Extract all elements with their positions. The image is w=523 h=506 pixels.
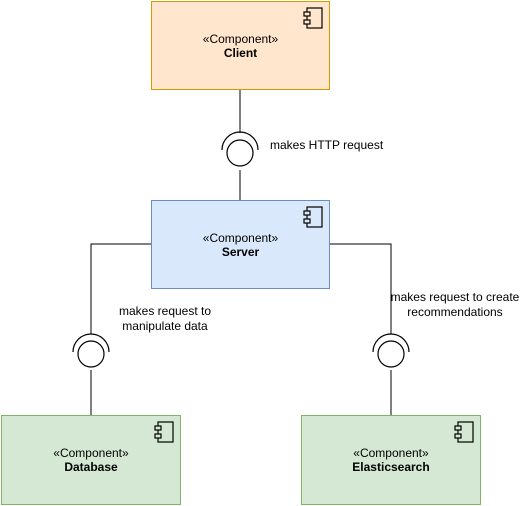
provided-interface-ball-database [77, 340, 105, 368]
label-server-database-line1: makes request to [118, 304, 212, 318]
label-client-server: makes HTTP request [270, 138, 384, 152]
database-stereotype: «Component» [53, 446, 129, 460]
label-server-database-line2: manipulate data [122, 319, 208, 333]
client-name: Client [223, 46, 258, 60]
server-name: Server [221, 245, 260, 259]
connector-server-elasticsearch-upper [330, 243, 392, 334]
client-stereotype: «Component» [202, 32, 279, 46]
required-interface-socket-database [72, 333, 110, 353]
required-interface-socket-client [221, 131, 259, 151]
database-component[interactable]: «Component» Database [1, 415, 181, 505]
elasticsearch-stereotype: «Component» [353, 446, 429, 460]
component-icon [303, 206, 323, 228]
component-icon [303, 7, 323, 29]
label-server-elasticsearch-line2: recommendations [407, 305, 503, 319]
required-interface-socket-elasticsearch [372, 333, 410, 353]
connector-server-database-upper [90, 243, 151, 334]
server-component[interactable]: «Component» Server [151, 200, 330, 289]
elasticsearch-component[interactable]: «Component» Elasticsearch [301, 415, 481, 505]
provided-interface-ball-client [226, 139, 254, 167]
database-name: Database [64, 460, 118, 474]
label-server-database: makes request to manipulate data [112, 304, 218, 334]
provided-interface-ball-elasticsearch [377, 340, 405, 368]
component-icon [454, 421, 474, 443]
component-icon [154, 421, 174, 443]
label-server-elasticsearch: makes request to create recommendations [388, 290, 522, 320]
label-server-elasticsearch-line1: makes request to create [390, 290, 520, 304]
elasticsearch-name: Elasticsearch [352, 460, 430, 474]
server-stereotype: «Component» [202, 231, 279, 245]
client-component[interactable]: «Component» Client [151, 1, 330, 90]
